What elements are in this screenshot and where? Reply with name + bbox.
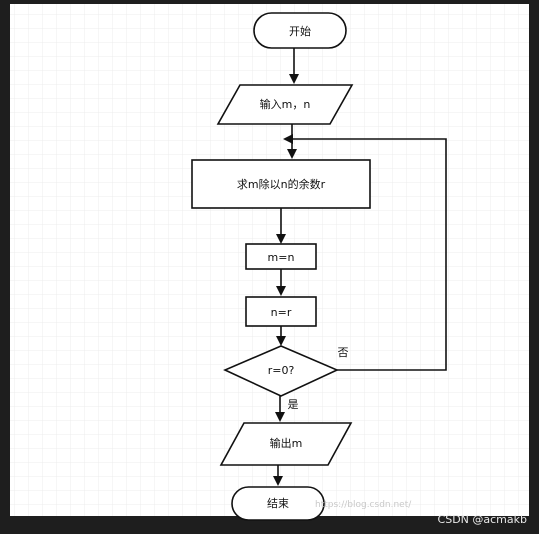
assign-n-label: n=r bbox=[271, 306, 292, 319]
no-branch-label: 否 bbox=[338, 346, 349, 359]
decision-label: r=0? bbox=[268, 364, 295, 377]
output-label: 输出m bbox=[270, 436, 303, 450]
input-label: 输入m，n bbox=[260, 97, 311, 111]
assign-m-label: m=n bbox=[268, 251, 295, 264]
start-label: 开始 bbox=[289, 24, 311, 38]
compute-label: 求m除以n的余数r bbox=[237, 177, 326, 191]
faint-url-watermark: https://blog.csdn.net/ bbox=[315, 500, 411, 510]
csdn-watermark: CSDN @acmakb bbox=[438, 513, 527, 526]
end-label: 结束 bbox=[267, 497, 289, 510]
yes-branch-label: 是 bbox=[288, 398, 299, 411]
